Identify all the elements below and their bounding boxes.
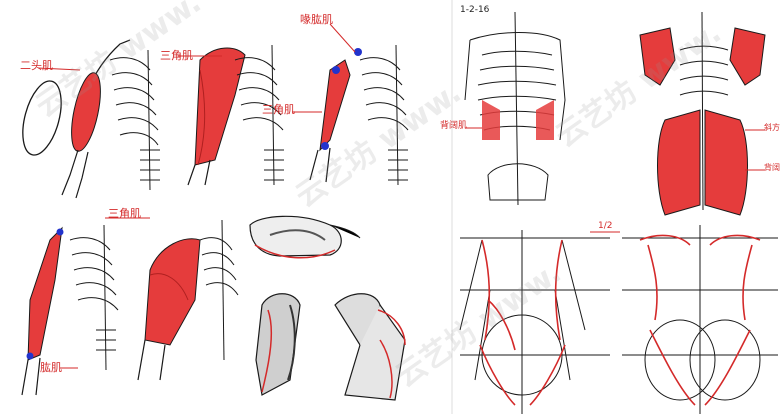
label-biceps: 二头肌 — [20, 59, 53, 72]
label-coracobrachialis: 喙肱肌 — [300, 13, 333, 26]
label-brachioradialis: 肱肌 — [40, 361, 62, 374]
sketch-back-muscles — [639, 11, 766, 216]
label-back-left: 背阔肌 — [440, 121, 468, 131]
label-back-right-2: 背阔肌 — [764, 163, 780, 172]
label-back-right-1: 斜方肌 — [764, 123, 780, 132]
sketch-forearm-top — [249, 215, 361, 259]
sketch-flexed-arm — [334, 293, 406, 401]
label-triceps: 三角肌 — [108, 207, 141, 220]
sketch-arm-shaded — [255, 293, 301, 396]
sketch-pelvis-construction-right — [622, 225, 778, 414]
label-latissimus: 三角肌 — [262, 103, 295, 116]
sketch-pelvis-construction-left — [459, 230, 620, 414]
sketch-triceps — [21, 224, 119, 396]
sketch-deltoid-arm — [178, 44, 284, 186]
sketch-biceps-oval — [22, 39, 160, 199]
sketch-deltoid-biceps — [105, 217, 239, 381]
label-deltoid-1: 三角肌 — [160, 49, 193, 62]
label-top-note: 1-2-16 — [460, 5, 490, 15]
sketch-back-skeleton — [464, 11, 566, 206]
label-pelvis-note: 1/2 — [598, 221, 613, 231]
sketch-coracobrachialis — [292, 23, 409, 186]
